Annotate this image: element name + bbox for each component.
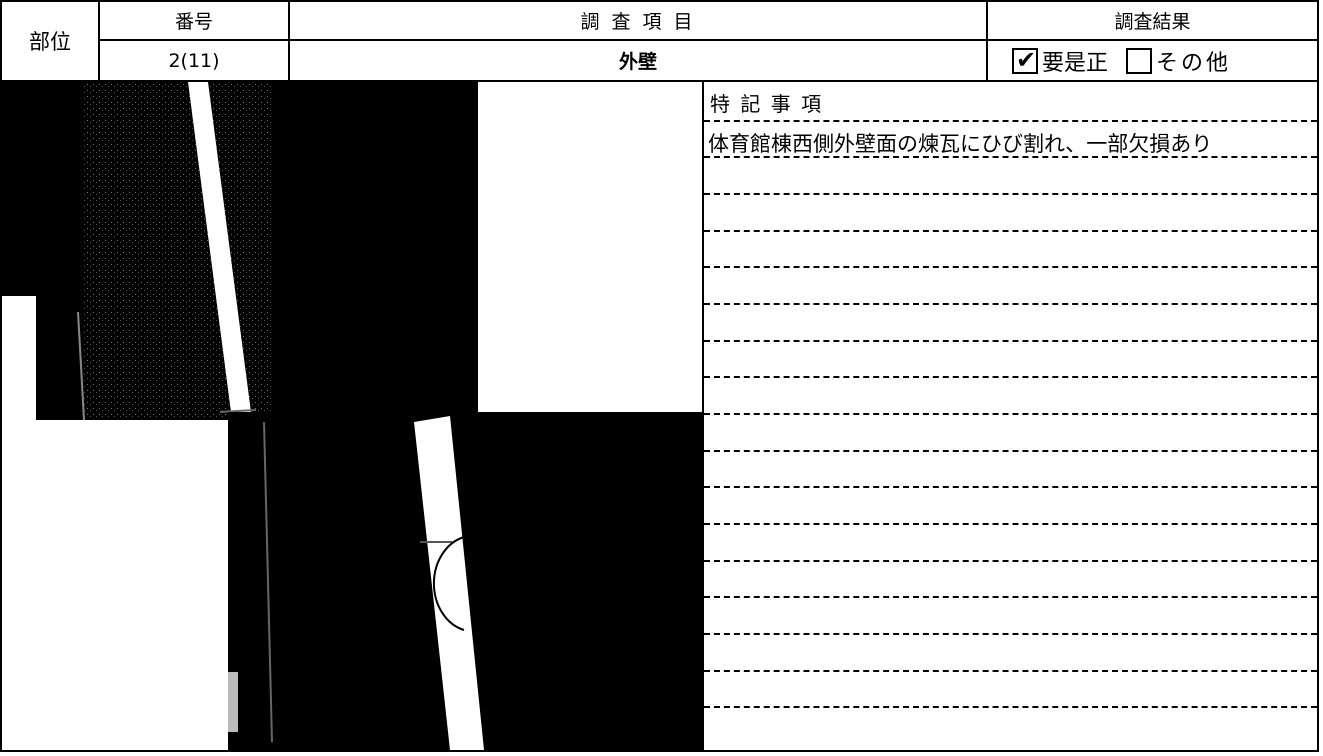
- note-line: [704, 376, 1317, 378]
- number-value: 2(11): [168, 49, 220, 72]
- checkbox-checked[interactable]: ✔: [1012, 45, 1038, 74]
- note-line: [704, 523, 1317, 525]
- note-line: [704, 193, 1317, 195]
- check-icon: ✔: [1016, 45, 1037, 74]
- item-label: 調 査 項 目: [580, 11, 696, 33]
- note-line: [704, 450, 1317, 452]
- note-line: [704, 670, 1317, 672]
- divider: [98, 0, 100, 82]
- divider: [98, 39, 1317, 41]
- photo-area: [2, 82, 702, 750]
- item-value: 外壁: [618, 51, 657, 73]
- result-label: 調査結果: [1114, 11, 1191, 33]
- divider: [288, 0, 290, 82]
- divider: [702, 82, 704, 752]
- notes-title: 特 記 事 項: [710, 92, 824, 116]
- note-line: [704, 303, 1317, 305]
- note-line: [704, 266, 1317, 268]
- note-line: [704, 413, 1317, 415]
- note-line: [704, 596, 1317, 598]
- divider: [0, 80, 1319, 82]
- part-label: 部位: [29, 30, 71, 54]
- note-line: [704, 120, 1317, 122]
- result-options: ✔ 要是正 その他: [988, 41, 1317, 80]
- result-option-required[interactable]: ✔ 要是正: [1012, 45, 1108, 77]
- note-line: [704, 230, 1317, 232]
- checkbox-unchecked[interactable]: [1126, 47, 1153, 74]
- divider: [986, 0, 988, 82]
- result-option-label: その他: [1156, 50, 1232, 76]
- note-line: [704, 156, 1317, 158]
- photo-1: [2, 82, 478, 421]
- result-option-label: 要是正: [1042, 50, 1109, 76]
- note-line: [704, 486, 1317, 488]
- note-line: [704, 706, 1317, 708]
- number-label: 番号: [174, 11, 213, 33]
- photo-2: [228, 412, 702, 750]
- note-line: [704, 633, 1317, 635]
- note-line: [704, 560, 1317, 562]
- result-option-other[interactable]: その他: [1126, 45, 1231, 77]
- note-line: [704, 340, 1317, 342]
- special-notes: 特 記 事 項 体育館棟西側外壁面の煉瓦にひび割れ、一部欠損あり: [704, 82, 1317, 752]
- notes-text: 体育館棟西側外壁面の煉瓦にひび割れ、一部欠損あり: [708, 132, 1213, 156]
- site-photos: [2, 82, 702, 750]
